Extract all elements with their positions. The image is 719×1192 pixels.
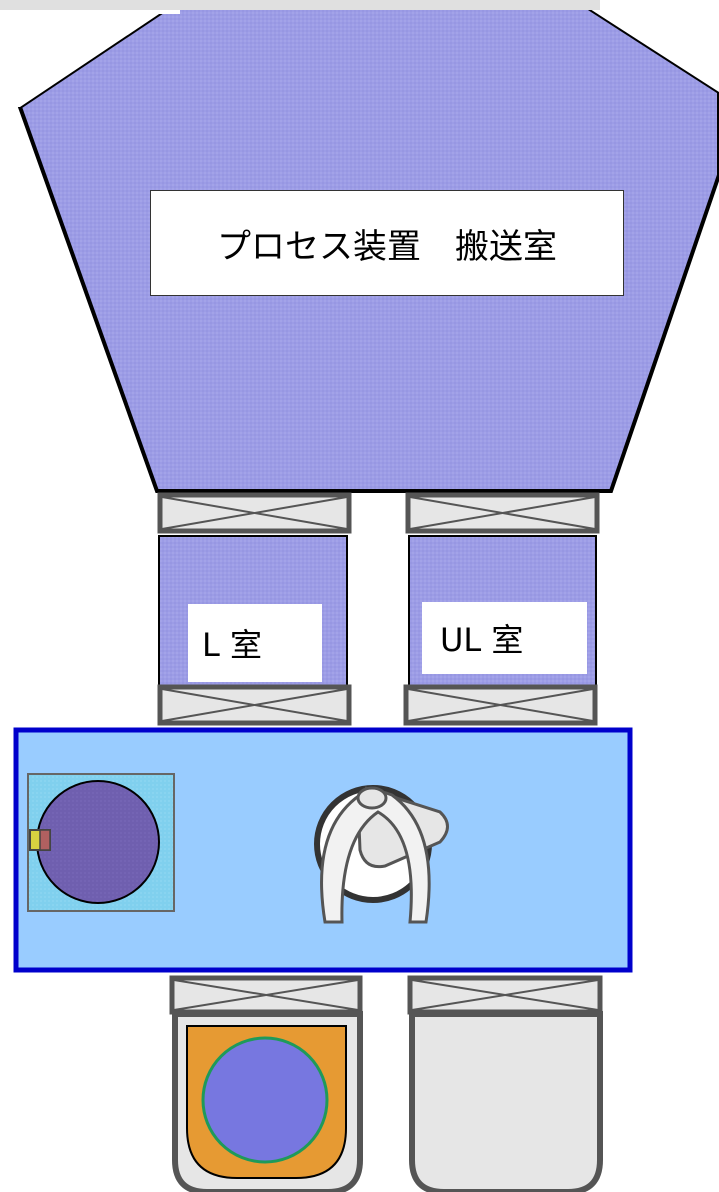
gate-valve-foup-1 [169, 975, 363, 1015]
foup-2 [409, 1011, 603, 1192]
load-lock-ul-label: UL 室 [422, 602, 587, 674]
loaded-wafer [201, 1036, 329, 1164]
aligner-wafer [36, 780, 160, 904]
gate-valve-l-top [157, 492, 352, 534]
gate-valve-ul-bottom [403, 684, 598, 726]
gate-valve-l-bottom [157, 684, 352, 726]
gate-valve-ul-top [405, 492, 600, 534]
gate-valve-foup-2 [407, 975, 603, 1015]
top-strip-left [0, 0, 180, 10]
load-lock-l-label: L 室 [188, 604, 322, 682]
transfer-robot [314, 785, 449, 924]
transfer-chamber-label: プロセス装置 搬送室 [150, 190, 624, 296]
top-strip-slant [172, 0, 600, 10]
